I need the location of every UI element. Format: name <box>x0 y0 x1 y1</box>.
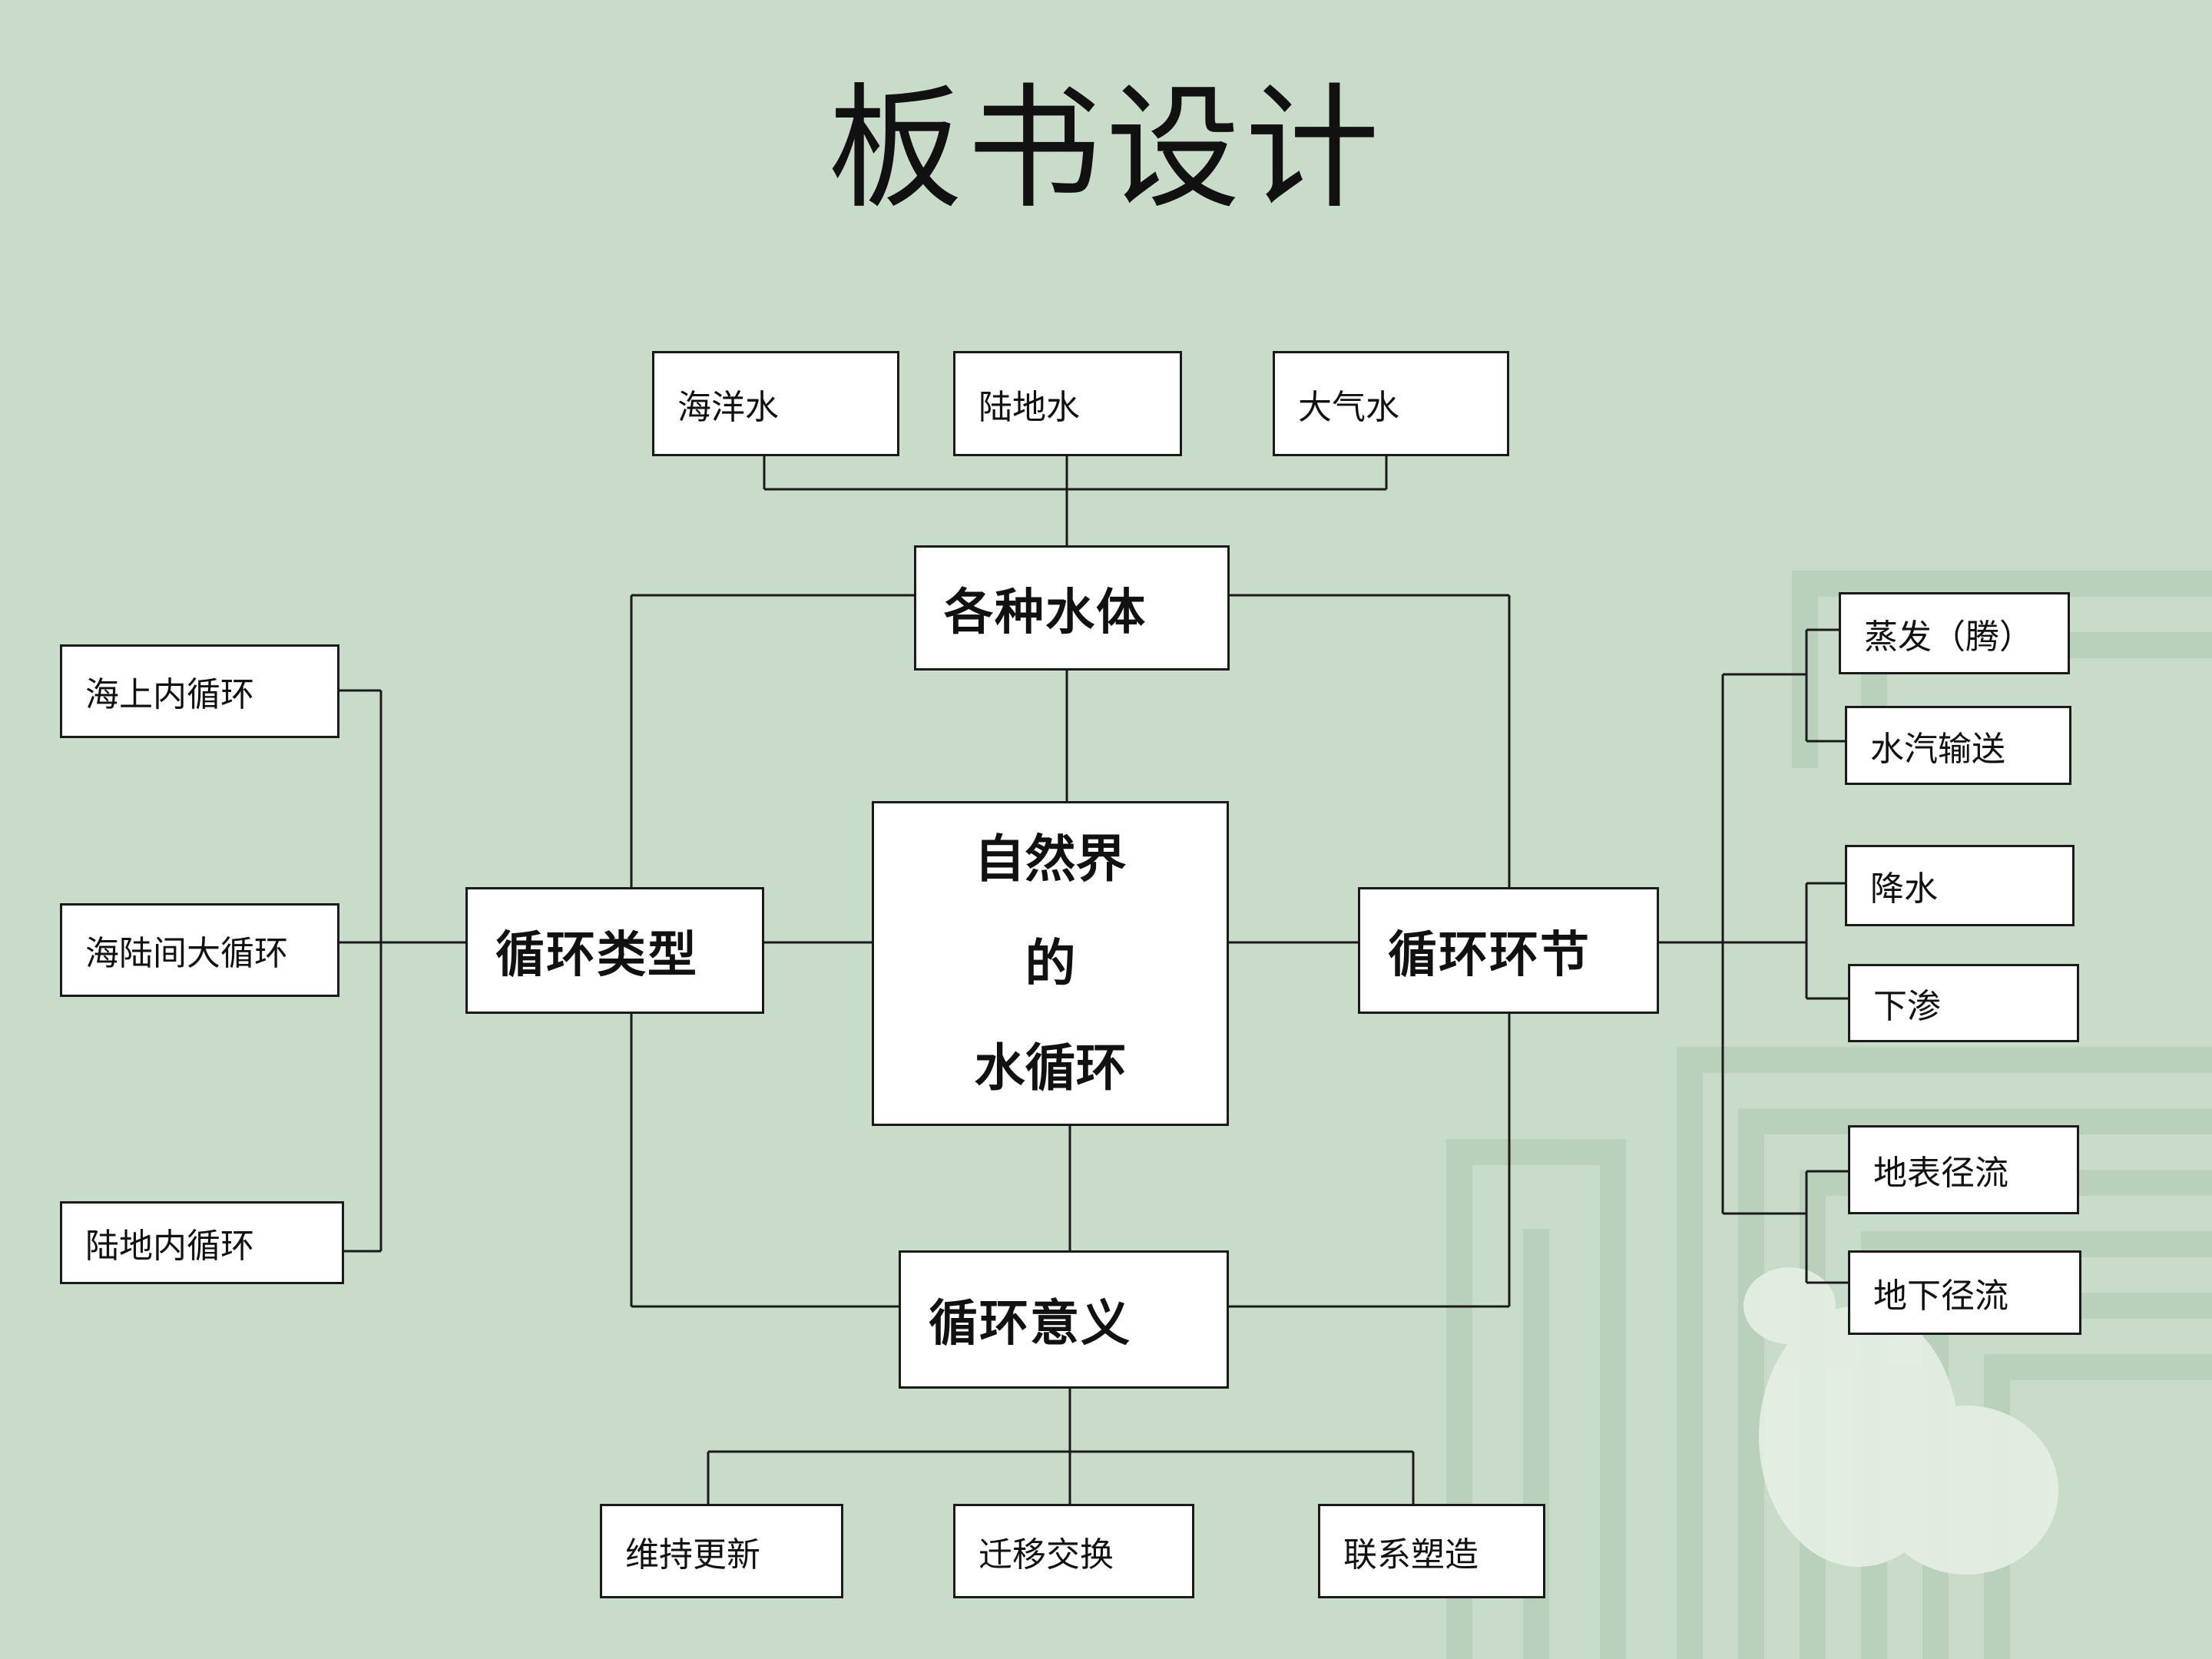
water-body-ocean: 海洋水 <box>652 351 899 456</box>
node-cycle-types: 循环类型 <box>465 887 764 1014</box>
cycle-link-groundwater-runoff: 地下径流 <box>1848 1250 2081 1335</box>
center-line-1: 自然界 <box>974 829 1127 889</box>
significance-connect-shape: 联系塑造 <box>1318 1504 1545 1598</box>
cycle-link-precipitation: 降水 <box>1845 845 2075 926</box>
node-water-bodies: 各种水体 <box>914 545 1230 671</box>
cycle-type-ocean-inner: 海上内循环 <box>60 644 339 738</box>
cycle-link-vapor-transport: 水汽输送 <box>1845 706 2071 785</box>
node-cycle-links: 循环环节 <box>1358 887 1659 1014</box>
significance-exchange: 迁移交换 <box>953 1504 1194 1598</box>
center-node: 自然界 的 水循环 <box>872 801 1229 1126</box>
significance-renew: 维持更新 <box>600 1504 843 1598</box>
node-cycle-significance: 循环意义 <box>899 1250 1229 1389</box>
page-title: 板书设计 <box>828 71 1384 227</box>
water-body-land: 陆地水 <box>953 351 1182 456</box>
cycle-link-surface-runoff: 地表径流 <box>1848 1125 2079 1214</box>
cycle-type-land-inner: 陆地内循环 <box>60 1201 344 1284</box>
cycle-type-sea-land: 海陆间大循环 <box>60 903 339 997</box>
center-line-2: 的 <box>1025 933 1076 993</box>
cycle-link-evaporation: 蒸发（腾） <box>1839 592 2070 674</box>
cycle-link-infiltration: 下渗 <box>1848 964 2079 1042</box>
center-line-3: 水循环 <box>974 1038 1127 1098</box>
water-body-atmosphere: 大气水 <box>1273 351 1509 456</box>
